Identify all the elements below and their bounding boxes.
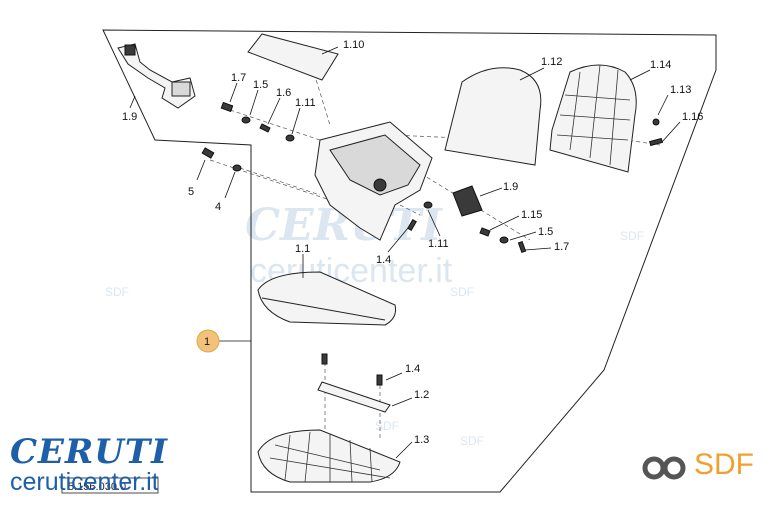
- part-grid-back-1-14: [549, 64, 637, 173]
- callout-1-4-bottom: 1.4: [405, 363, 420, 375]
- callout-1-16: 1.16: [682, 111, 703, 123]
- part-pedal-1-9: [452, 185, 483, 217]
- callout-1-14: 1.14: [650, 59, 671, 71]
- callout-1-2: 1.2: [414, 389, 429, 401]
- hardware-right: [649, 118, 663, 147]
- main-callout-badge: 1: [196, 329, 220, 353]
- callout-labels: 1.10 1.9 1.7 1.5 1.6 1.11 1.12 1.14 1.13…: [122, 39, 703, 446]
- callout-1-5-mid: 1.5: [538, 226, 553, 238]
- callout-1-7-top: 1.7: [231, 72, 246, 84]
- watermark-sdf-2: SDF: [450, 285, 474, 299]
- hardware-top: [220, 101, 295, 142]
- callout-1-4-mid: 1.4: [376, 254, 391, 266]
- main-callout-label: 1: [204, 336, 210, 348]
- callout-1-3: 1.3: [414, 434, 429, 446]
- callout-5: 5: [188, 186, 194, 198]
- callout-1-9-top: 1.9: [122, 111, 137, 123]
- ceruti-url: ceruticenter.it: [10, 468, 159, 496]
- part-cushion-1-12: [444, 67, 542, 166]
- leader-lines: [129, 46, 681, 459]
- hardware-middle: [201, 147, 527, 254]
- drawing-code: 5.156.030.0: [68, 481, 126, 493]
- callout-1-1: 1.1: [295, 243, 310, 255]
- callout-1-13: 1.13: [670, 84, 691, 96]
- watermark-sdf-4: SDF: [375, 419, 399, 433]
- sdf-logo-icon: [642, 456, 686, 480]
- sdf-logo-text: SDF: [694, 448, 754, 481]
- watermark-sdf-3: SDF: [620, 229, 644, 243]
- callout-1-5-top: 1.5: [253, 79, 268, 91]
- assembly-frame: [102, 29, 717, 493]
- part-screws-1-4: [321, 353, 383, 386]
- callout-1-10: 1.10: [343, 39, 364, 51]
- part-seat-pan-1-1: [257, 271, 396, 326]
- callout-4: 4: [215, 201, 221, 213]
- callout-1-9-mid: 1.9: [503, 181, 518, 193]
- callout-1-12: 1.12: [541, 56, 562, 68]
- callout-1-6: 1.6: [276, 87, 291, 99]
- callout-1-11-top: 1.11: [295, 97, 316, 109]
- watermark-sdf-1: SDF: [105, 285, 129, 299]
- part-bar-1-2: [317, 381, 391, 413]
- drawing-code-box: 5.156.030.0: [61, 477, 159, 494]
- part-grid-base-1-3: [257, 429, 401, 483]
- callout-1-15: 1.15: [521, 209, 542, 221]
- ceruti-logo-text: CERUTI: [10, 432, 169, 472]
- watermark-sdf-5: SDF: [460, 434, 484, 448]
- callout-1-7-mid: 1.7: [554, 241, 569, 253]
- callout-1-11-mid: 1.11: [428, 238, 449, 250]
- part-plate-1-10: [247, 33, 339, 81]
- part-bracket-1-9: [117, 43, 196, 109]
- part-housing: [314, 121, 433, 241]
